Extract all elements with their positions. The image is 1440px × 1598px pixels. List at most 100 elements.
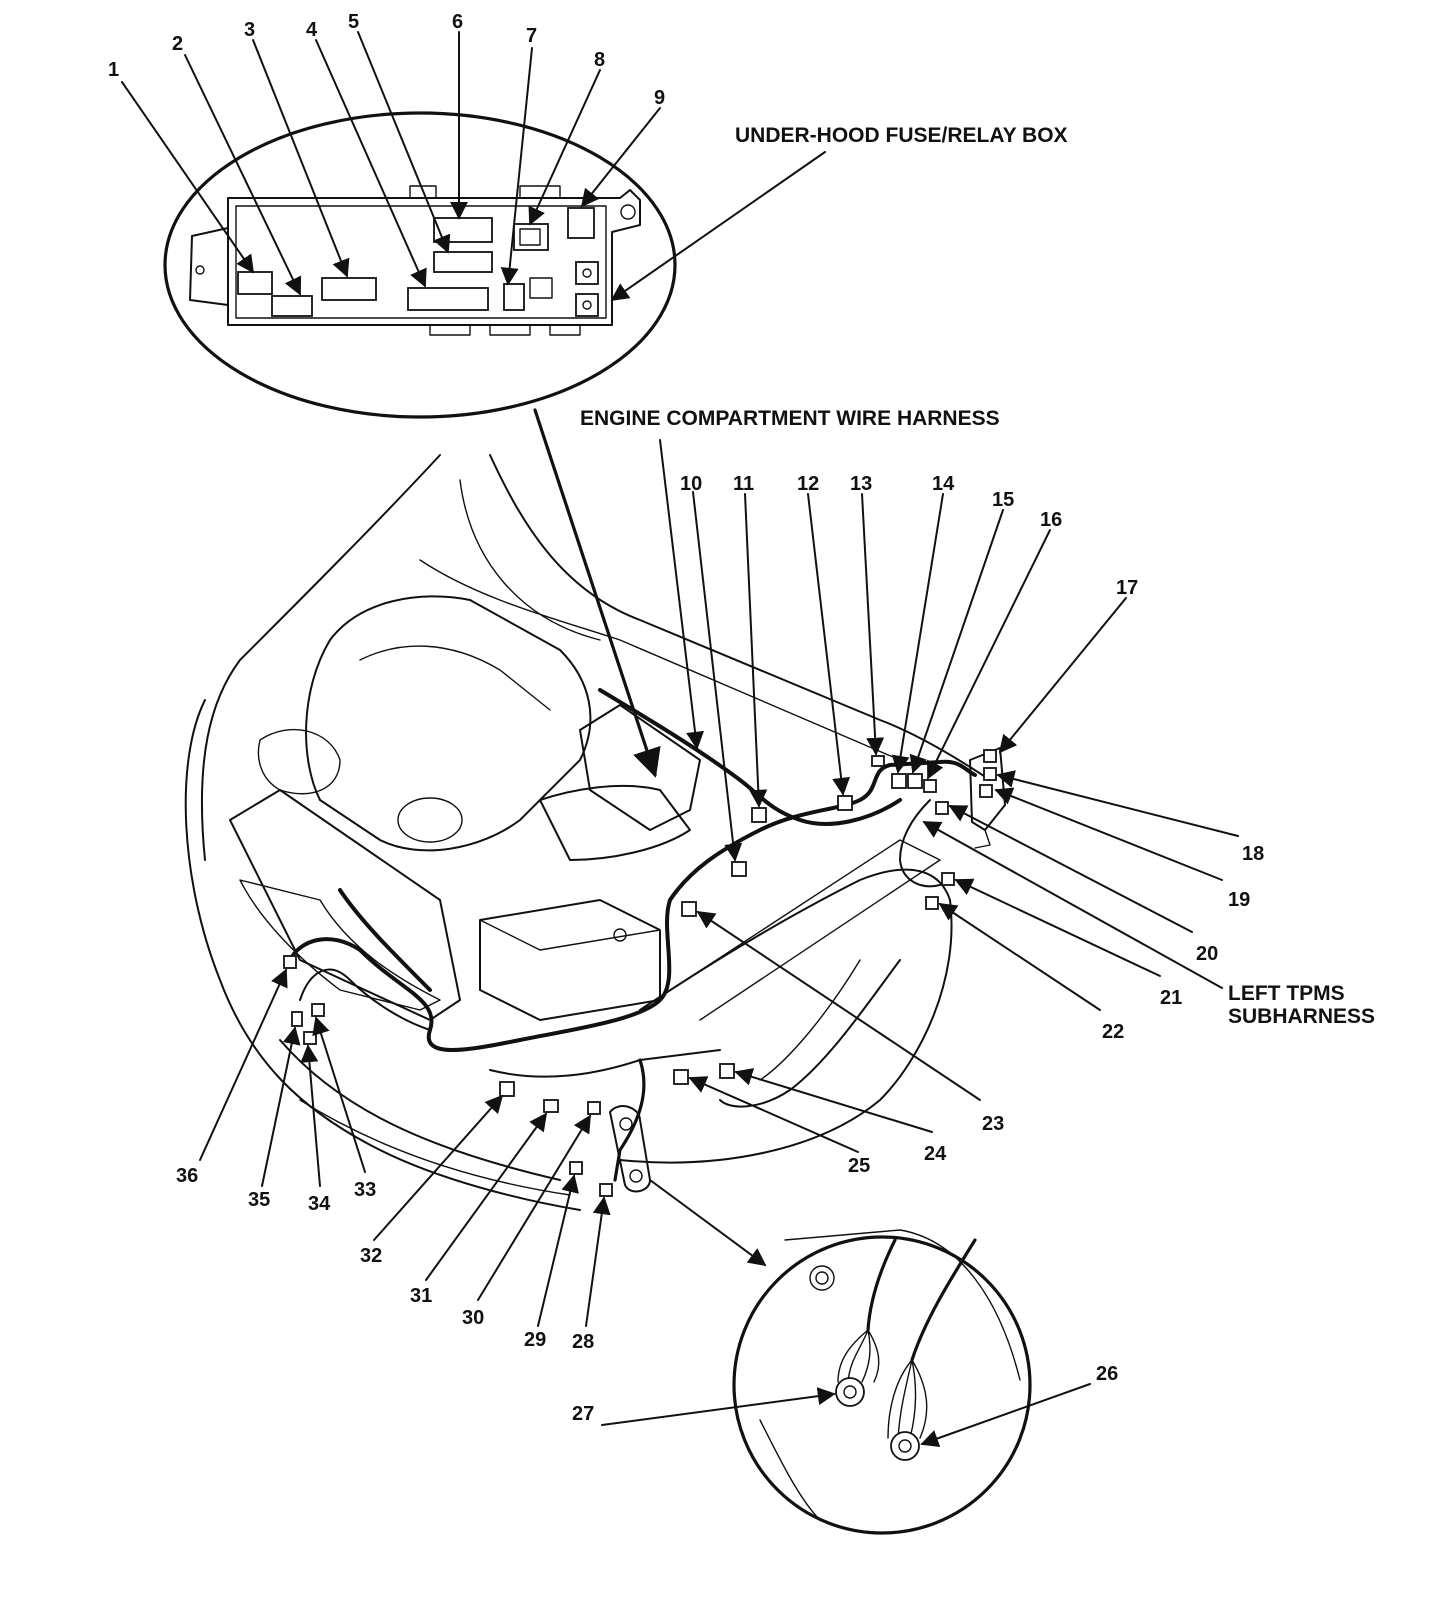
fuse-connector-4 (407, 287, 489, 311)
bumper-lip (299, 1099, 571, 1196)
leader-5 (357, 31, 451, 254)
harness-left-loop (299, 968, 431, 1031)
harness-main-run (288, 759, 977, 1052)
fuse-box-bolt-hole (620, 204, 636, 220)
leader-16 (927, 529, 1051, 780)
leader-8 (528, 69, 601, 226)
callout-28: 28 (572, 1331, 594, 1353)
connector-20 (935, 801, 949, 815)
fuse-box-bottom-tab-b (489, 324, 531, 336)
fuse-box-mount-hole (195, 265, 205, 275)
leader-29 (537, 1174, 579, 1327)
callout-30: 30 (462, 1307, 484, 1329)
fuse-connector-8 (513, 223, 549, 251)
callout-32: 32 (360, 1245, 382, 1267)
callout-1: 1 (108, 59, 119, 81)
wheel-arch-inner (759, 959, 861, 1081)
harness-lower-branch (613, 1058, 646, 1182)
inset-bolt (809, 1265, 835, 1291)
connector-33 (311, 1003, 325, 1017)
leader-27 (601, 1387, 836, 1426)
inset-harness-a (866, 1238, 897, 1332)
fuse-box-bottom-tab-c (549, 324, 581, 336)
hood-outline-right (489, 454, 991, 781)
tpms-title-arrow (922, 821, 1223, 989)
leader-20 (948, 805, 1193, 933)
hood-inner-line (459, 479, 601, 641)
fuse-relay-slot (529, 277, 553, 299)
leader-14 (891, 493, 944, 774)
connector-24 (719, 1063, 735, 1079)
connector-22 (925, 896, 939, 910)
leader-3 (252, 39, 350, 278)
callout-21: 21 (1160, 987, 1182, 1009)
leader-lines (121, 31, 1239, 1448)
fuse-connector-2 (271, 295, 313, 317)
connector-21 (941, 872, 955, 886)
connector-35 (291, 1011, 303, 1027)
callout-36: 36 (176, 1165, 198, 1187)
callout-34: 34 (308, 1193, 331, 1215)
bumper-lower (279, 1039, 561, 1181)
fuse-box-mount-tab (189, 227, 229, 306)
leader-31 (425, 1112, 548, 1281)
tpms-bracket (974, 829, 991, 849)
connector-12 (837, 795, 853, 811)
engine-cover-ridge (359, 645, 551, 711)
connector-34 (303, 1031, 317, 1045)
callout-18: 18 (1242, 843, 1264, 865)
leader-33 (312, 1016, 366, 1173)
connector-15 (907, 773, 923, 789)
connector-19 (979, 784, 993, 798)
ground-terminal-27 (835, 1377, 865, 1407)
fuse-box-inner-frame (235, 205, 607, 319)
engine-cover (305, 595, 592, 852)
leader-22 (938, 903, 1101, 1011)
callout-5: 5 (348, 11, 359, 33)
wire-harness-title-arrow (659, 439, 705, 750)
tpms-title-line2: SUBHARNESS (1228, 1005, 1375, 1028)
callout-33: 33 (354, 1179, 376, 1201)
inset-harness-b (910, 1238, 977, 1362)
inset-bolt-inner (815, 1271, 829, 1285)
fuse-connector-9 (567, 207, 595, 239)
fuse-terminal-upper (575, 261, 599, 285)
oil-cap (397, 797, 463, 843)
fuse-box-housing (227, 189, 641, 326)
inner-fender (639, 839, 941, 1021)
harness-left-branch (338, 888, 432, 992)
leader-21 (954, 878, 1161, 977)
connector-13 (871, 755, 885, 767)
leader-24 (734, 1068, 933, 1133)
inset-zoom-arrow (649, 1179, 767, 1267)
leader-28 (585, 1196, 611, 1327)
fuse-terminal-lower (575, 293, 599, 317)
leader-4 (315, 39, 427, 288)
fuse-connector-8-inner (519, 228, 541, 246)
callout-4: 4 (306, 19, 318, 41)
ground-terminal-27-bolt (843, 1385, 857, 1399)
callout-3: 3 (244, 19, 255, 41)
fuse-connector-5 (433, 251, 493, 273)
callout-25: 25 (848, 1155, 870, 1177)
inset-body-panel (784, 1229, 1021, 1381)
callout-27: 27 (572, 1403, 594, 1425)
leader-18 (996, 770, 1239, 837)
callout-31: 31 (410, 1285, 432, 1307)
battery-top (479, 919, 661, 951)
harness-tpms-branch (899, 799, 941, 888)
leader-11 (744, 493, 768, 808)
left-fender (619, 868, 953, 1164)
air-filter-box (579, 704, 701, 831)
leader-13 (861, 493, 885, 756)
fuse-connector-3 (321, 277, 377, 301)
hood-outline (200, 454, 441, 861)
fuse-box-top-tab-b (519, 185, 561, 199)
connector-18 (983, 767, 997, 781)
leader-1 (121, 81, 255, 274)
callout-labels: 1 2 3 4 5 6 7 8 9 10 11 12 13 14 15 16 1… (108, 11, 1264, 1425)
callout-8: 8 (594, 49, 605, 71)
ground-bolt-lower (629, 1169, 643, 1183)
